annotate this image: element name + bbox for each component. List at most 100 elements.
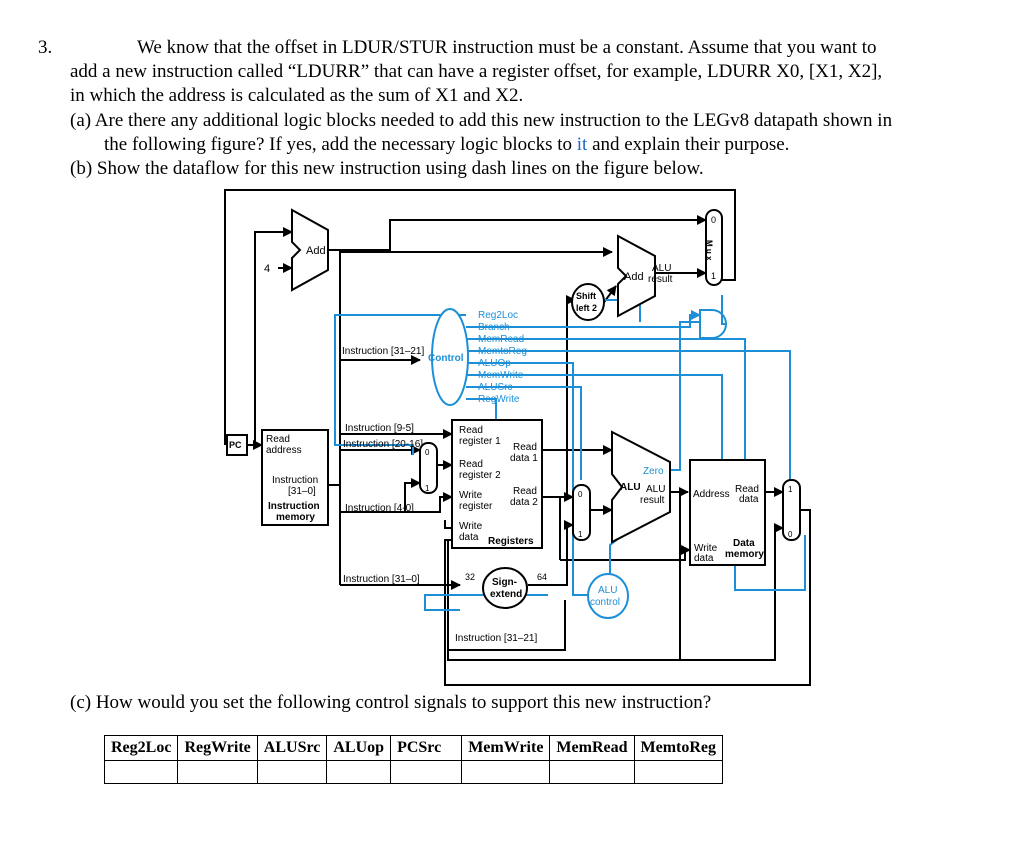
table-header-row: Reg2Loc RegWrite ALUSrc ALUop PCSrc MemW… (103, 735, 724, 761)
pc-register (226, 434, 248, 456)
read-reg2-a: Read (459, 459, 483, 470)
sig-branch: Branch (478, 322, 510, 333)
pc-mux (705, 209, 723, 286)
header-aluop: ALUop (326, 735, 392, 761)
mux-0: 0 (711, 215, 716, 225)
pc-label: PC (229, 440, 242, 450)
read-address-2: address (266, 445, 302, 456)
mux-0: 0 (425, 448, 430, 457)
control-unit (431, 308, 469, 406)
add-label: Add (306, 245, 326, 257)
instr-20-16: Instruction [20-16] (343, 439, 423, 450)
read-reg2-b: register 2 (459, 470, 501, 481)
register-file (451, 419, 543, 549)
bits-32: 32 (465, 572, 475, 582)
alusrc-mux (572, 484, 591, 541)
part-a-text: the following figure? If yes, add the ne… (104, 134, 577, 155)
part-a-text-end: and explain their purpose. (587, 134, 790, 155)
sig-regwrite: RegWrite (478, 394, 520, 405)
alu-control-a: ALU (598, 585, 617, 596)
read-data2-b: data 2 (510, 497, 538, 508)
header-memtoreg: MemtoReg (633, 735, 724, 761)
header-memread: MemRead (549, 735, 635, 761)
write-data-a: Write (459, 521, 483, 532)
read-data-b: data (739, 494, 759, 505)
instr-4-0: Instruction [4-0] (345, 503, 414, 514)
read-data1-a: Read (513, 442, 537, 453)
header-alusrc: ALUSrc (256, 735, 328, 761)
shift-left-2 (571, 283, 605, 321)
part-a-line-2: the following figure? If yes, add the ne… (104, 134, 789, 156)
alu-res-a: ALU (646, 484, 665, 495)
alu-control-b: control (590, 597, 620, 608)
instr-label-2: [31–0] (288, 486, 316, 497)
header-regwrite: RegWrite (177, 735, 258, 761)
header-pcsrc: PCSrc (390, 735, 463, 761)
cell-reg2loc[interactable] (103, 760, 179, 784)
part-a-line-1: (a) Are there any additional logic block… (70, 110, 893, 131)
alu-control (587, 573, 629, 619)
header-reg2loc: Reg2Loc (103, 735, 179, 761)
read-data1-b: data 1 (510, 453, 538, 464)
table-row (103, 760, 724, 784)
intro-line-2: add a new instruction called “LDURR” tha… (70, 61, 883, 82)
write-data2-b: data (694, 553, 714, 564)
memtoreg-mux (782, 479, 801, 541)
sig-alusrc: ALUSrc (478, 382, 512, 393)
sign-extend-b: extend (490, 589, 522, 600)
mux-label: M u x (705, 240, 714, 261)
mux-0: 0 (578, 490, 583, 499)
control-label: Control (428, 353, 464, 364)
mux-1: 1 (425, 484, 430, 493)
alu-res-b: result (640, 495, 665, 506)
read-reg1-a: Read (459, 425, 483, 436)
intro-line-3: in which the address is calculated as th… (70, 85, 524, 106)
main-alu (611, 430, 671, 544)
read-address-1: Read (266, 434, 290, 445)
alu-result-bot: result (648, 274, 673, 285)
intro-line-1: We know that the offset in LDUR/STUR ins… (137, 37, 877, 58)
cell-aluop[interactable] (326, 760, 392, 784)
cell-regwrite[interactable] (177, 760, 258, 784)
part-a-link[interactable]: it (576, 134, 588, 155)
write-data-b: data (459, 532, 479, 543)
sig-memread: MemRead (478, 334, 524, 345)
reg2loc-mux (419, 442, 438, 494)
data-mem-a: Data (733, 538, 755, 549)
address-label: Address (693, 489, 730, 500)
sig-memwrite: MemWrite (478, 370, 524, 381)
instr-31-21: Instruction [31–21] (342, 346, 424, 357)
cell-memtoreg[interactable] (633, 760, 724, 784)
instr-9-5: Instruction [9-5] (345, 423, 414, 434)
cell-memwrite[interactable] (461, 760, 551, 784)
cell-memread[interactable] (549, 760, 635, 784)
cell-pcsrc[interactable] (390, 760, 463, 784)
control-signals-table: Reg2Loc RegWrite ALUSrc ALUop PCSrc MemW… (103, 735, 724, 784)
instr-31-0: Instruction [31–0] (343, 574, 420, 585)
mux-1: 1 (578, 530, 583, 539)
sig-reg2loc: Reg2Loc (478, 310, 518, 321)
registers-label: Registers (488, 536, 534, 547)
alu-label: ALU (620, 482, 641, 493)
add-adder-branch (617, 234, 656, 318)
zero-label: Zero (643, 466, 664, 477)
write-data2-a: Write (694, 543, 718, 554)
write-reg-b: register (459, 501, 493, 512)
instr-mem-2: memory (276, 512, 315, 523)
four-label: 4 (264, 263, 270, 275)
shift-label-2: left 2 (576, 303, 597, 313)
part-b: (b) Show the dataflow for this new instr… (70, 158, 704, 179)
sign-extend (482, 567, 528, 609)
instr-label-1: Instruction (272, 475, 318, 486)
alu-result-top: ALU (652, 263, 671, 274)
part-c: (c) How would you set the following cont… (70, 692, 712, 713)
data-memory (689, 459, 766, 566)
instr-31-21-b: Instruction [31–21] (455, 633, 537, 644)
instruction-memory (261, 429, 329, 526)
bits-64: 64 (537, 572, 547, 582)
sig-aluop: ALUOp (478, 358, 511, 369)
cell-alusrc[interactable] (256, 760, 328, 784)
question-number: 3. (38, 37, 53, 58)
read-data2-a: Read (513, 486, 537, 497)
